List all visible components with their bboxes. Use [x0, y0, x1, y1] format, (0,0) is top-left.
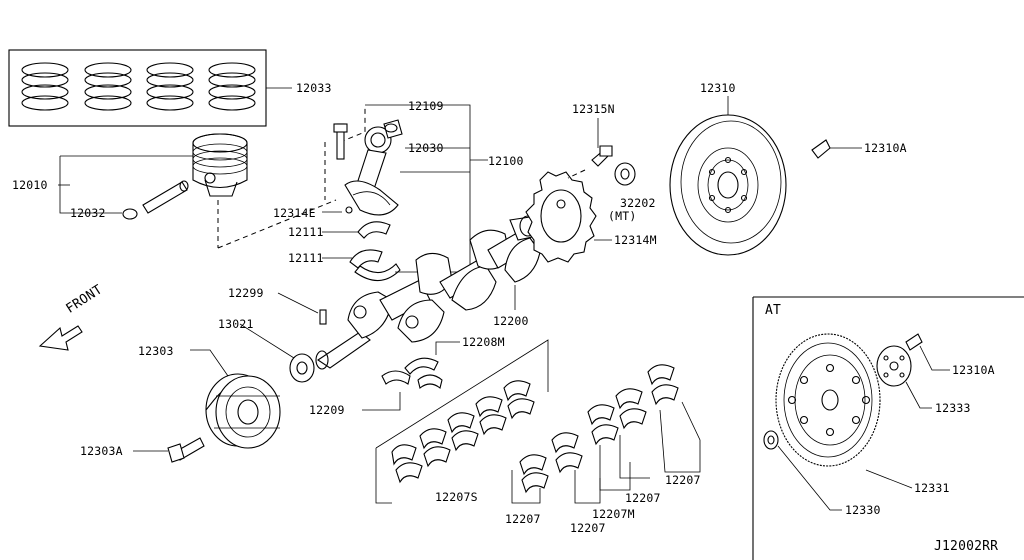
label-12207-b: 12207	[570, 521, 606, 535]
label-12010: 12010	[12, 178, 48, 192]
drive-plate	[775, 333, 881, 467]
label-32202: 32202	[620, 196, 656, 210]
label-12310a: 12310A	[864, 141, 907, 155]
label-12303a: 12303A	[80, 444, 123, 458]
label-12200: 12200	[493, 314, 529, 328]
thrust-washer-upper	[404, 357, 439, 375]
label-12330: 12330	[845, 503, 881, 517]
ring-stack-3	[146, 62, 194, 111]
conrod-bolt	[333, 123, 348, 160]
piston-ring-set	[8, 49, 292, 127]
connecting-rod	[344, 126, 399, 216]
label-12310: 12310	[700, 81, 736, 95]
label-12303: 12303	[138, 344, 174, 358]
reinforcement-plate	[876, 345, 912, 387]
label-12315n: 12315N	[572, 102, 615, 116]
pulley-bolt	[167, 437, 205, 463]
label-12314e: 12314E	[273, 206, 316, 220]
label-12207-d: 12207	[665, 473, 701, 487]
label-12111-upper: 12111	[288, 225, 324, 239]
label-12030: 12030	[408, 141, 444, 155]
ring-stack-1	[21, 62, 69, 111]
label-12207-c: 12207	[625, 491, 661, 505]
piston-pin	[142, 180, 189, 214]
conrod-bearing-lower	[349, 249, 401, 282]
piston	[192, 133, 248, 197]
label-12209: 12209	[309, 403, 345, 417]
label-12314m: 12314M	[614, 233, 657, 247]
label-32202-mt: (MT)	[608, 209, 637, 223]
main-bearing-set-s	[375, 339, 549, 504]
snap-ring	[122, 208, 138, 220]
crank-pulley	[205, 373, 281, 449]
main-bearing-group	[519, 364, 679, 494]
drive-plate-spacer	[763, 430, 779, 450]
pilot-bearing	[614, 162, 636, 186]
label-13021: 13021	[218, 317, 254, 331]
label-12100: 12100	[488, 154, 524, 168]
flywheel	[669, 114, 787, 256]
label-12207s: 12207S	[435, 490, 478, 504]
conrod-bearing-upper	[357, 221, 391, 239]
label-12207-a: 12207	[505, 512, 541, 526]
label-12111-lower: 12111	[288, 251, 324, 265]
at-label: AT	[765, 303, 782, 318]
label-12033: 12033	[296, 81, 332, 95]
label-12208m: 12208M	[462, 335, 505, 349]
label-12333: 12333	[935, 401, 971, 415]
ring-stack-2	[84, 62, 132, 111]
conrod-bushing	[383, 119, 403, 139]
front-arrow	[38, 325, 83, 351]
label-12109: 12109	[408, 99, 444, 113]
crank-timing-sprocket	[289, 353, 315, 383]
at-section	[752, 296, 1024, 560]
crank-sprocket	[525, 171, 597, 263]
sprocket-bolt	[591, 145, 613, 167]
label-12331: 12331	[914, 481, 950, 495]
thrust-washer-lower	[381, 370, 443, 389]
drive-plate-bolt	[905, 333, 923, 351]
label-12032: 12032	[70, 206, 106, 220]
ring-stack-4	[208, 62, 256, 111]
label-12299: 12299	[228, 286, 264, 300]
flywheel-bolt	[811, 139, 831, 159]
drawing-code: J12002RR	[934, 539, 999, 554]
label-12207m: 12207M	[592, 507, 635, 521]
label-12310a-at: 12310A	[952, 363, 995, 377]
